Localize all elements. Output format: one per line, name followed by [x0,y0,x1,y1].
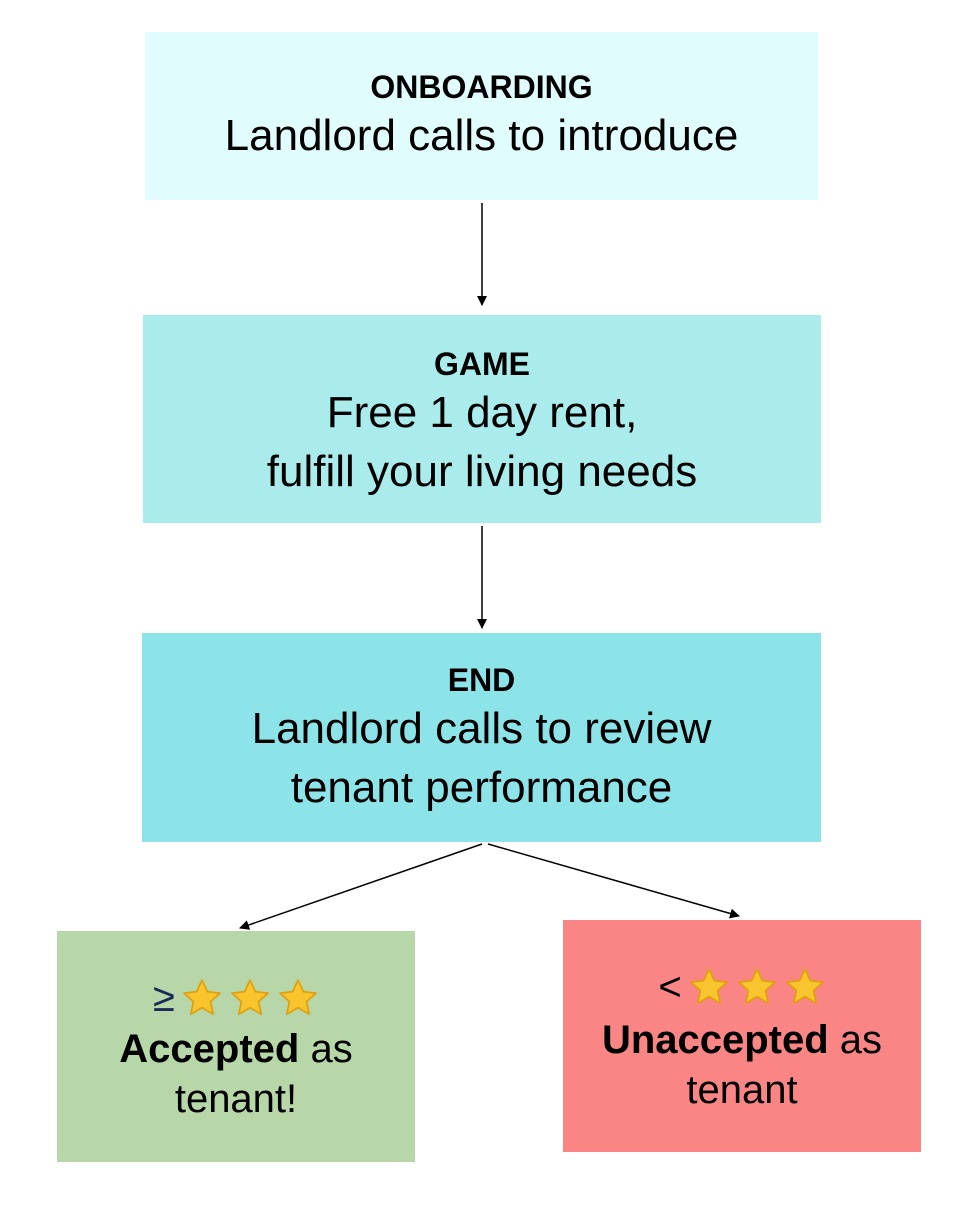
end-text-line-2: tenant performance [290,763,673,812]
star-icon [689,968,728,1004]
edge-end-to-unaccepted [487,843,740,919]
unaccepted-rating: < [563,963,921,1011]
end-heading: END [447,662,516,698]
game-text-line-2: fulfill your living needs [266,447,698,496]
unaccepted-text-line-2: tenant [686,1068,798,1112]
end-text-line-1: Landlord calls to review [251,704,712,753]
onboarding-heading: ONBOARDING [370,69,593,105]
unaccepted-bold-label: Unaccepted [601,1018,829,1062]
game-node: GAME Free 1 day rent, fulfill your livin… [143,315,821,523]
accepted-node: ≥ Accepted as tenant! [57,931,415,1162]
greater-or-equal-symbol: ≥ [153,976,175,1020]
less-than-symbol: < [658,965,682,1009]
star-icon [785,968,824,1004]
accepted-rest: as [299,1027,353,1071]
onboarding-text: Landlord calls to introduce [224,111,739,160]
game-heading: GAME [434,346,530,382]
accepted-text-line-1: Accepted as [57,1024,415,1074]
star-icon [231,979,269,1015]
unaccepted-rest: as [828,1018,883,1062]
accepted-rating: ≥ [57,974,415,1022]
star-icon [737,968,776,1004]
unaccepted-node: < Unaccepted as tenant [563,920,921,1152]
unaccepted-text-line-1: Unaccepted as [563,1015,921,1065]
edge-end-to-accepted [239,843,483,930]
accepted-bold-label: Accepted [119,1027,300,1071]
star-icon [279,979,317,1015]
game-text-line-1: Free 1 day rent, [326,388,638,437]
accepted-text-line-2: tenant! [174,1077,298,1121]
star-icon [183,979,221,1015]
end-node: END Landlord calls to review tenant perf… [142,633,821,842]
onboarding-node: ONBOARDING Landlord calls to introduce [145,32,818,200]
